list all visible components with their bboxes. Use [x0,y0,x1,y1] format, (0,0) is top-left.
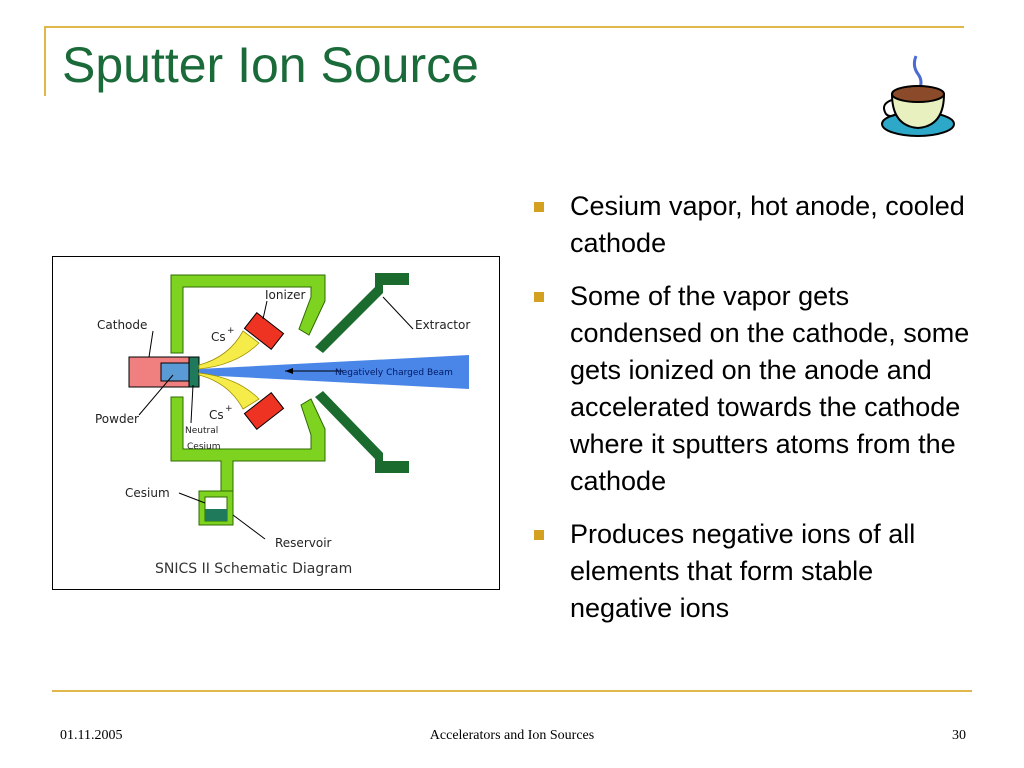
label-cs-bottom: Cs [209,408,224,422]
top-rule [44,26,964,28]
negative-beam [199,355,469,389]
label-cs-top: Cs [211,330,226,344]
label-cesium: Cesium [125,486,170,500]
label-neutral: Neutral [185,426,218,436]
bullet-square-icon [534,202,544,212]
coffee-cup-icon [881,55,955,137]
cesium-flow-bottom [198,372,260,410]
label-ionizer: Ionizer [265,288,306,302]
ionizer-bottom [243,391,285,431]
bottom-rule [52,690,972,692]
footer-title: Accelerators and Ion Sources [429,728,595,743]
bullet-item: Some of the vapor gets condensed on the … [534,278,974,500]
bullet-list: Cesium vapor, hot anode, cooled cathode … [534,188,974,643]
housing-shell [170,274,326,492]
cathode-tip [188,356,200,388]
ionizer-top [243,311,285,351]
cesium-flow-top [198,330,260,370]
label-beam: Negatively Charged Beam [335,368,453,378]
extractor-top [315,273,409,353]
powder [160,362,190,382]
label-extractor: Extractor [415,318,470,332]
bullet-text: Some of the vapor gets condensed on the … [570,281,970,496]
footer-page-number: 30 [952,728,966,743]
snics-diagram: Cathode Ionizer Extractor Negatively Cha… [52,256,500,590]
reservoir [205,509,227,521]
bullet-square-icon [534,530,544,540]
label-reservoir: Reservoir [275,536,332,550]
label-neutral-cesium: Cesium [187,442,220,452]
label-cs-top-plus: + [227,326,235,336]
bullet-item: Produces negative ions of all elements t… [534,516,974,627]
footer-date: 01.11.2005 [60,728,123,743]
left-rule [44,26,46,96]
bullet-text: Cesium vapor, hot anode, cooled cathode [570,191,965,258]
diagram-caption: SNICS II Schematic Diagram [155,561,352,577]
extractor-bottom [315,391,409,473]
slide-title: Sputter Ion Source [62,37,479,93]
label-powder: Powder [95,412,139,426]
label-cathode: Cathode [97,318,147,332]
bullet-square-icon [534,292,544,302]
bullet-text: Produces negative ions of all elements t… [570,519,916,623]
schematic-svg: Cathode Ionizer Extractor Negatively Cha… [95,273,470,577]
bullet-item: Cesium vapor, hot anode, cooled cathode [534,188,974,262]
label-cs-bottom-plus: + [225,404,233,414]
